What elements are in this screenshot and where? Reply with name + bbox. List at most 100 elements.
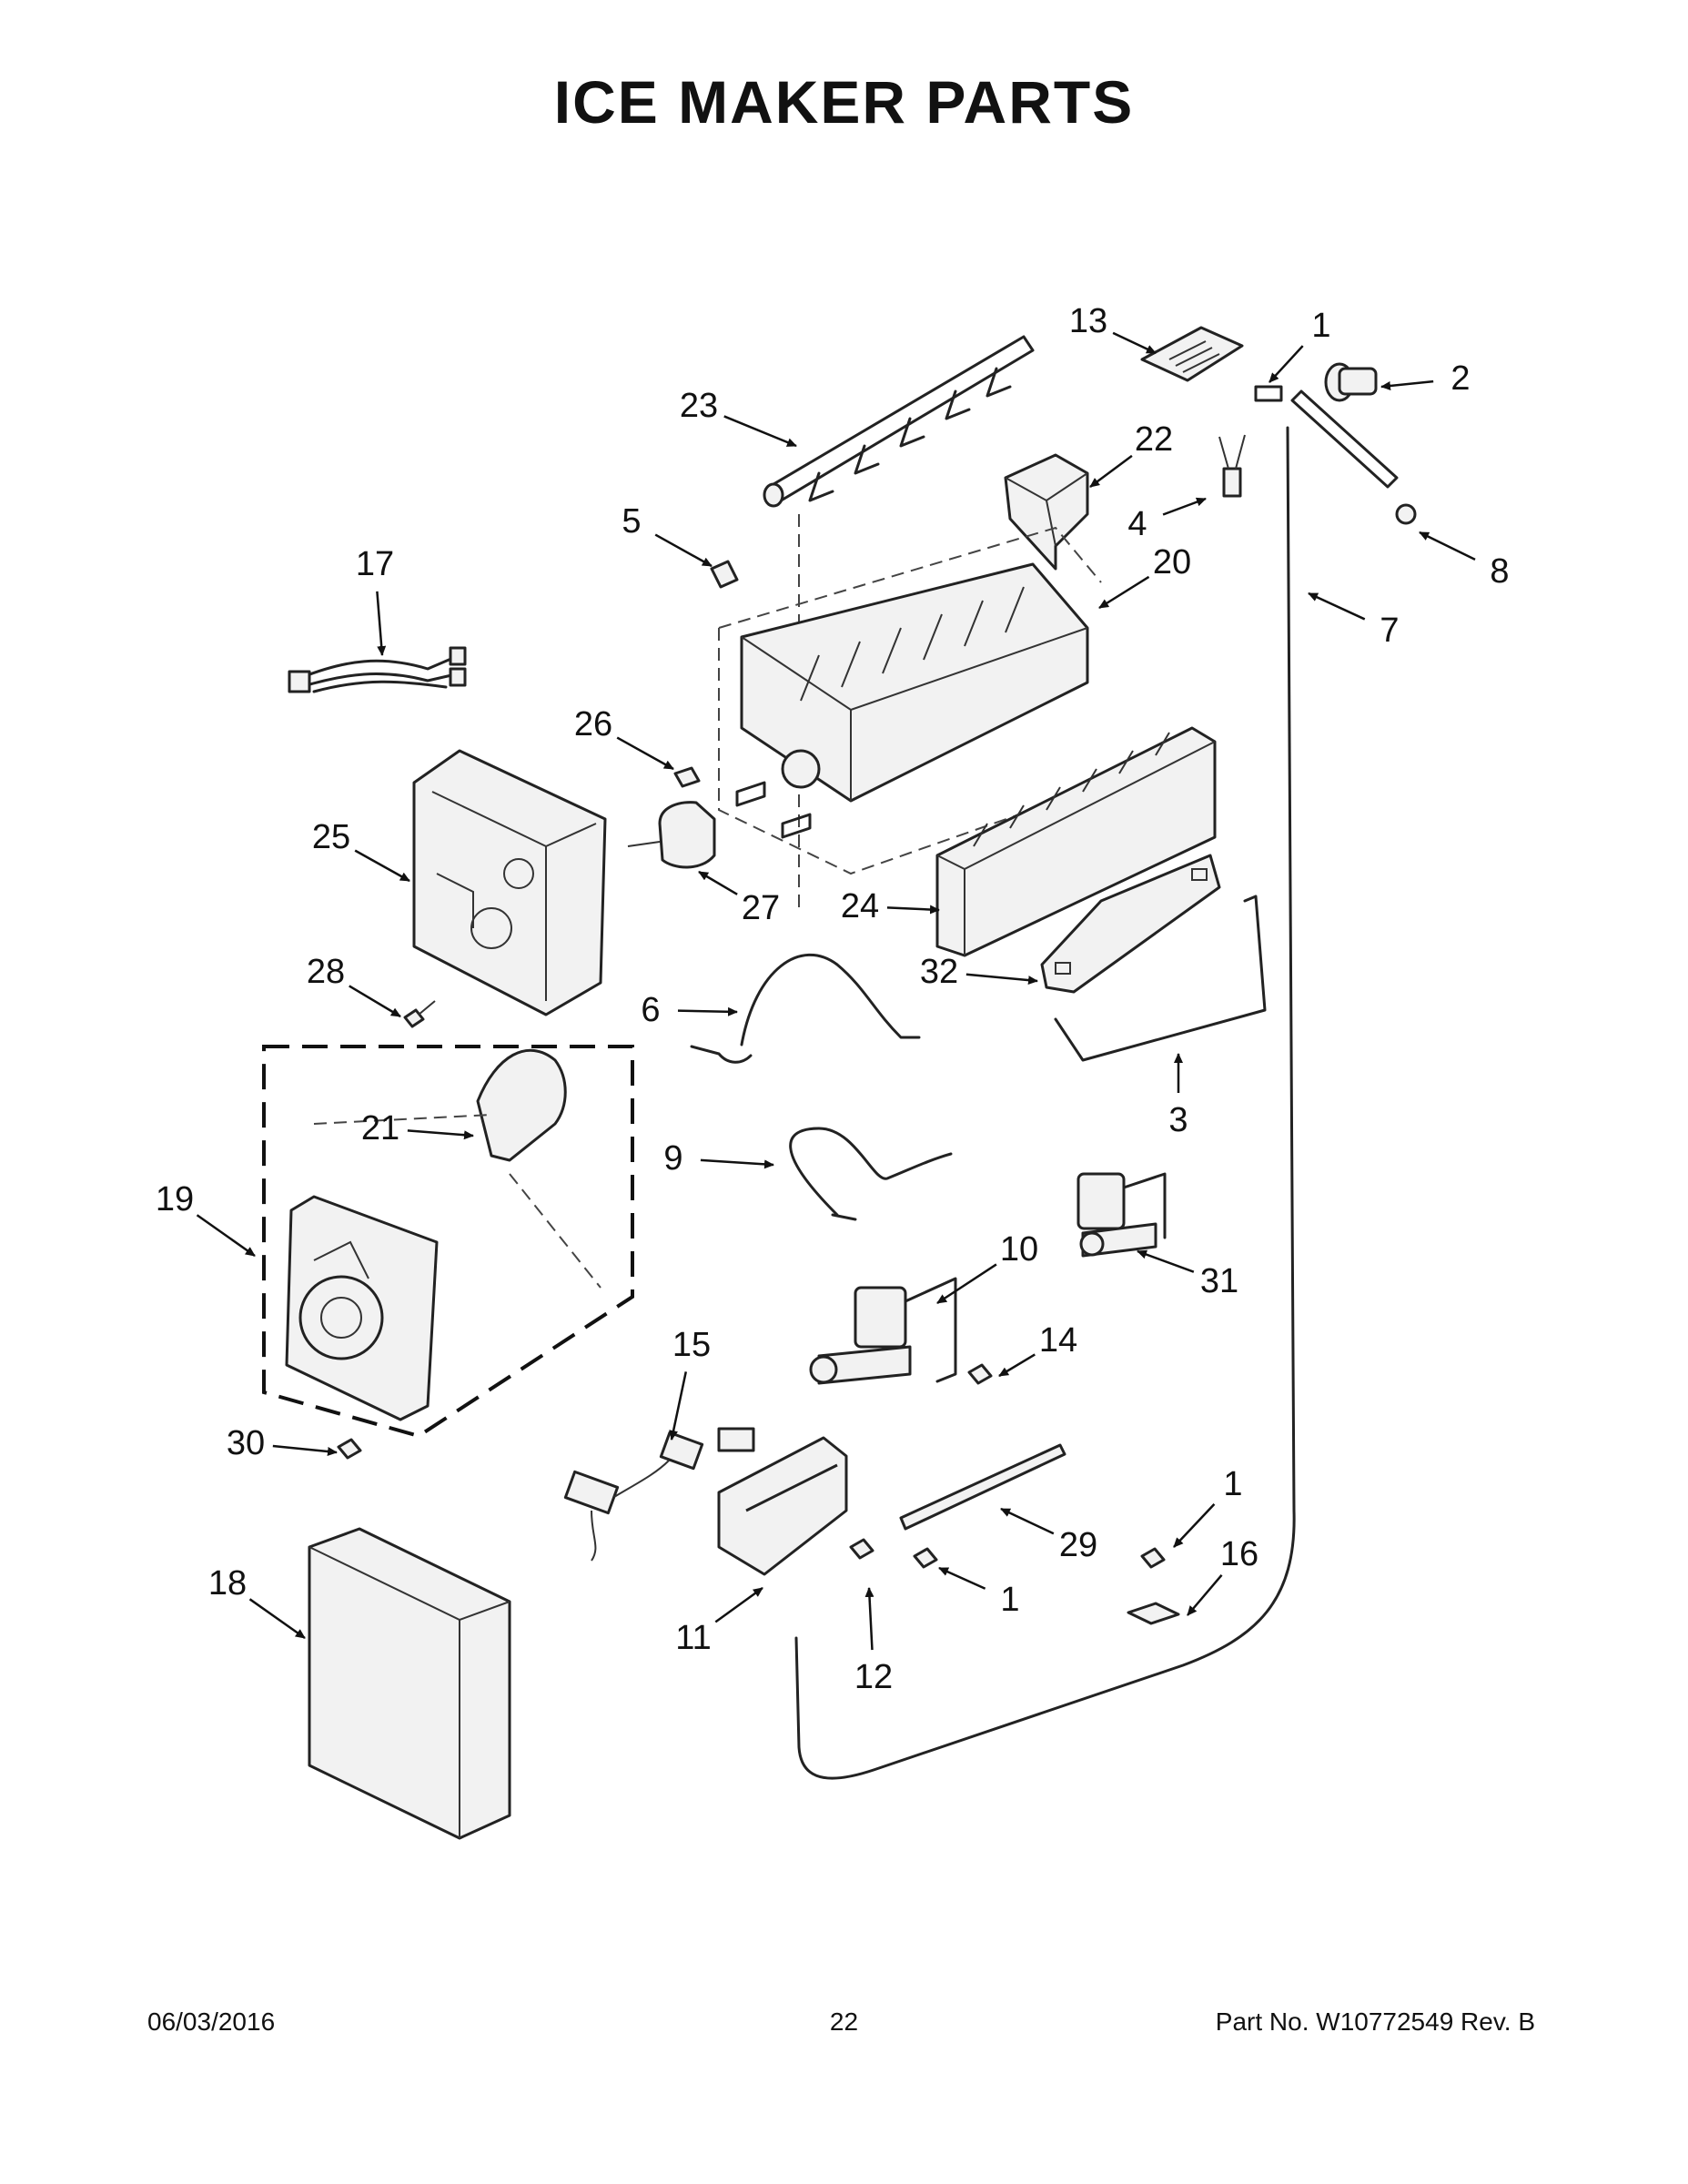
- callout-number: 7: [1380, 612, 1399, 650]
- callout-number: 15: [672, 1326, 711, 1364]
- callout-number: 2: [1450, 359, 1470, 398]
- callout-number: 10: [1000, 1230, 1038, 1269]
- fill-cup-part: [1004, 453, 1089, 571]
- callout-c21: 21: [361, 1109, 474, 1148]
- leader-arrow: [616, 736, 674, 771]
- callout-number: 26: [574, 705, 612, 743]
- callout-number: 30: [227, 1424, 265, 1462]
- page-title: ICE MAKER PARTS: [553, 68, 1135, 136]
- callout-number: 1: [1223, 1465, 1242, 1503]
- screw-14-part: [967, 1363, 993, 1385]
- leader-arrow: [998, 1353, 1036, 1378]
- thermostat-part: [1218, 434, 1246, 498]
- callout-c17: 17: [356, 545, 394, 656]
- leader-arrow: [1269, 345, 1304, 383]
- callout-number: 3: [1168, 1101, 1188, 1139]
- ice-mold-part: [718, 526, 1111, 875]
- callout-number: 21: [361, 1109, 399, 1148]
- leader-arrow: [1162, 497, 1207, 516]
- callout-c13: 13: [1069, 302, 1157, 355]
- callout-number: 12: [854, 1658, 893, 1696]
- callout-c20: 20: [1098, 543, 1191, 610]
- control-housing-part: [412, 749, 607, 1016]
- callout-number: 13: [1069, 302, 1107, 340]
- callout-c26: 26: [574, 705, 674, 771]
- callout-c6: 6: [641, 991, 738, 1029]
- callout-number: 27: [742, 889, 780, 927]
- callout-c18: 18: [208, 1564, 306, 1640]
- leader-arrow: [669, 1371, 688, 1441]
- callout-number: 14: [1039, 1321, 1077, 1360]
- callout-c1a: 1: [1269, 307, 1331, 383]
- callout-c19: 19: [156, 1180, 256, 1258]
- callout-c29: 29: [1000, 1507, 1097, 1564]
- fill-cup-bracket-part: [1140, 326, 1244, 382]
- callout-c14: 14: [998, 1321, 1077, 1378]
- leader-arrow: [700, 1158, 774, 1169]
- leader-arrow: [965, 973, 1038, 986]
- leader-arrow: [272, 1444, 338, 1456]
- secondary-valve-part: [1076, 1172, 1167, 1258]
- callout-number: 5: [622, 502, 641, 541]
- footer-date: 06/03/2016: [147, 2007, 276, 2036]
- fan-motor-part: [627, 766, 716, 869]
- callout-number: 29: [1059, 1526, 1097, 1564]
- leader-arrow: [936, 1263, 997, 1305]
- bail-arm-part: [1054, 895, 1267, 1062]
- leader-arrow: [723, 415, 797, 448]
- screw-1-part: [913, 1547, 938, 1569]
- leader-arrow: [1380, 379, 1434, 390]
- leader-arrow: [1089, 454, 1133, 489]
- callout-c15: 15: [669, 1326, 711, 1441]
- callout-number: 24: [841, 887, 879, 925]
- leader-arrow: [886, 905, 940, 915]
- water-valve-part: [809, 1277, 957, 1385]
- callout-c23: 23: [680, 387, 797, 448]
- power-harness-part: [563, 1427, 755, 1562]
- callout-c10: 10: [936, 1230, 1038, 1305]
- leader-arrow: [376, 591, 387, 656]
- screw-1-lower-part: [1140, 1547, 1166, 1569]
- footer-part-number: Part No. W10772549 Rev. B: [1215, 2007, 1535, 2036]
- leader-arrow: [698, 870, 738, 895]
- callout-number: 20: [1153, 543, 1191, 581]
- leader-arrow: [1098, 575, 1150, 610]
- water-tube-part: [794, 426, 1296, 1780]
- callout-c28: 28: [307, 953, 401, 1018]
- motor-part: [313, 1048, 601, 1289]
- jumper-wire-part: [690, 954, 921, 1064]
- callout-number: 19: [156, 1180, 194, 1218]
- callout-c9: 9: [663, 1139, 774, 1178]
- callout-c11: 11: [675, 1586, 763, 1657]
- leader-arrow: [1137, 1249, 1195, 1273]
- callout-number: 6: [641, 991, 660, 1029]
- leader-arrow: [1419, 531, 1476, 561]
- callout-number: 18: [208, 1564, 247, 1603]
- callout-number: 31: [1200, 1262, 1238, 1300]
- leader-arrow: [1173, 1502, 1216, 1548]
- fill-tube-fitting-part: [1254, 362, 1417, 525]
- screw-12-part: [849, 1538, 874, 1560]
- callout-number: 11: [675, 1619, 711, 1657]
- leader-arrow: [349, 985, 401, 1018]
- leader-arrow: [196, 1214, 256, 1258]
- callout-c12: 12: [854, 1587, 893, 1696]
- callout-c30: 30: [227, 1424, 338, 1462]
- callout-number: 25: [312, 818, 350, 856]
- callout-number: 32: [920, 953, 958, 991]
- screw-30-part: [337, 1438, 362, 1460]
- callout-c8: 8: [1419, 531, 1510, 591]
- leader-arrow: [407, 1129, 474, 1140]
- callout-c27: 27: [698, 870, 780, 927]
- screw-28-part: [403, 1000, 436, 1028]
- mounting-strip-part: [899, 1443, 1066, 1531]
- leader-arrow: [938, 1566, 986, 1590]
- leader-arrow: [654, 533, 713, 568]
- front-cover-part: [308, 1527, 511, 1840]
- callout-number: 23: [680, 387, 718, 425]
- callout-number: 1: [1000, 1581, 1019, 1619]
- callout-number: 28: [307, 953, 345, 991]
- callout-c1b: 1: [1173, 1465, 1243, 1548]
